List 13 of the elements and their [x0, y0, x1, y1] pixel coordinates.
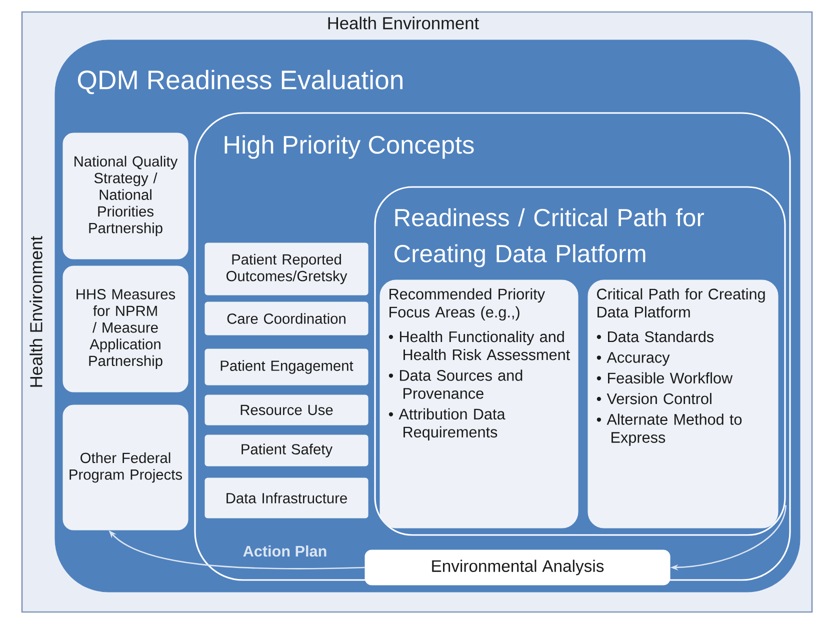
concept-box: Patient Safety: [204, 434, 368, 466]
concept-box: Data Infrastructure: [204, 478, 368, 518]
program-box: National Quality Strategy / National Priorities Partnership: [62, 132, 188, 260]
concept-box: Resource Use: [204, 394, 368, 426]
concept-box: Care Coordination: [204, 302, 368, 336]
program-box: HHS Measures for NPRM / Measure Application Partnership: [62, 266, 188, 392]
analysis-box: Environmental Analysis: [364, 550, 670, 586]
list-card: Recommended Priority Focus Areas (e.g.,) • Health Functionality and Health Risk Assessment • Data Sources and Provenance • Attribution Data Requirements: [380, 280, 578, 528]
list-card: Critical Path for Creating Data Platform • Data Standards • Accuracy • Feasible Workflow • Version Control • Alternate Method to Express: [588, 280, 778, 528]
concept-box: Patient Engagement: [204, 348, 368, 386]
program-box: Other Federal Program Projects: [62, 404, 188, 530]
edge-label: Action Plan: [243, 545, 326, 557]
concept-box: Patient Reported Outcomes/Gretsky: [204, 242, 368, 296]
